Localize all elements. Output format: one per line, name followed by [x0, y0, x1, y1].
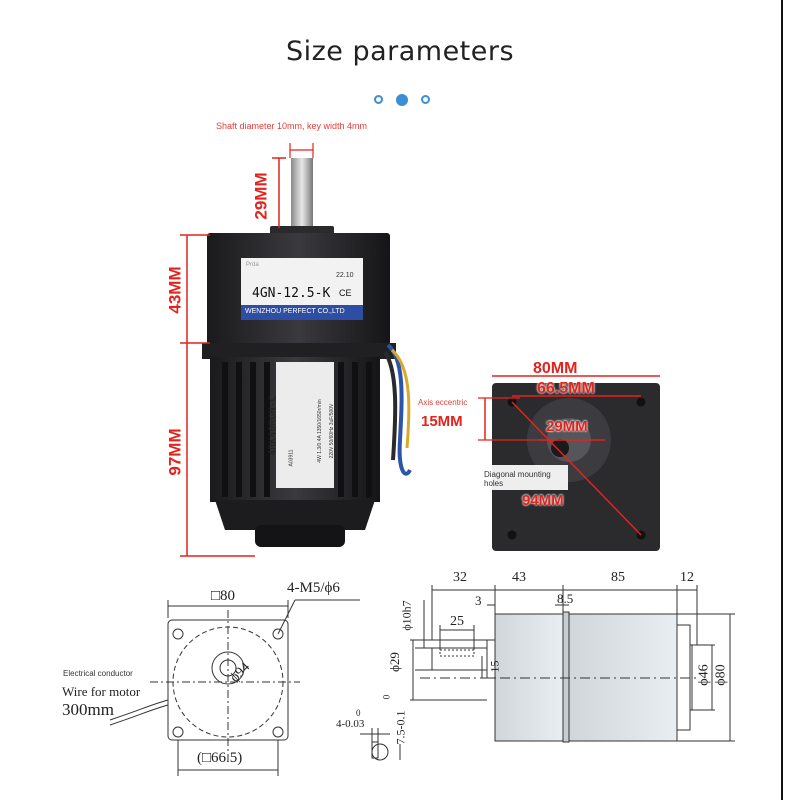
right-border	[781, 0, 783, 800]
shaft-note: Shaft diameter 10mm, key width 4mm	[216, 121, 368, 131]
gearbox-maker: WENZHOU PERFECT CO.,LTD	[245, 308, 345, 315]
axis-eccentric-note: Axis eccentric	[418, 398, 468, 407]
dim-diagonal: 94MM	[522, 492, 564, 509]
flange	[202, 343, 396, 359]
ce-mark: CE	[339, 288, 352, 298]
dim-shaft-length: 29MM	[251, 172, 271, 220]
dim-32: 32	[453, 570, 467, 585]
dim-face-width: 80MM	[533, 360, 578, 377]
dim-phi-46: ϕ46	[696, 664, 712, 686]
gearbox-label-date: 22.10	[336, 272, 354, 279]
mount-hole-2	[636, 397, 646, 407]
drawing-front-view	[109, 599, 360, 776]
motor-face-photo	[478, 375, 660, 551]
conductor-note: Electrical conductor	[63, 669, 133, 678]
cooling-fins	[222, 362, 372, 497]
dim-eccentric: 15MM	[421, 413, 463, 430]
motor-spec-1: 4W 1.3/0.4A 1350/1650r/min	[317, 399, 323, 463]
carousel-dot-3[interactable]	[421, 95, 430, 104]
diagonal-note: Diagonal mounting holes	[484, 470, 551, 488]
carousel-indicator	[374, 93, 430, 106]
drawing-holes: 4-M5/ϕ6	[287, 580, 340, 596]
gearbox-model: 4GN-12.5-K	[252, 286, 331, 301]
key-depth: 7.5-0.1	[393, 710, 408, 745]
dim-gearbox-height: 43MM	[165, 266, 185, 314]
dim-boss-phi: ϕ29	[386, 652, 402, 672]
wire-yellow	[390, 348, 411, 449]
wire-blue	[386, 343, 412, 476]
drawing-square: □80	[211, 588, 236, 604]
motor-spec-3: A03911	[288, 449, 295, 467]
dim-25: 25	[450, 614, 464, 629]
motor-spec-2: 220V 50/60Hz 3uF/500V	[329, 403, 335, 459]
key-width-upper: 0	[356, 708, 361, 718]
mount-hole-3	[507, 530, 517, 540]
dim-hole-spacing: 66.5MM	[537, 380, 595, 397]
dim-43: 43	[512, 570, 526, 585]
dim-motor-height: 97MM	[165, 428, 185, 476]
motor-model: 4RK40RGN-C	[267, 395, 279, 456]
dim-12: 12	[680, 570, 694, 585]
shaft	[291, 158, 313, 233]
page-title: Size parameters	[285, 36, 515, 67]
wire-black	[383, 350, 398, 461]
carousel-dot-1[interactable]	[374, 95, 383, 104]
key-depth-upper: 0	[381, 694, 392, 700]
carousel-dot-2[interactable]	[396, 93, 408, 106]
dim-8-5: 8.5	[557, 591, 574, 606]
dim-phi-80: ϕ80	[713, 664, 729, 686]
motor-front-photo	[180, 143, 412, 557]
drawing-side-view	[410, 585, 735, 743]
key-width: 4-0.03	[336, 718, 365, 730]
dim-85: 85	[611, 570, 625, 585]
wire-length: 300mm	[62, 700, 114, 719]
drawing-inner-square: (□66.5)	[197, 750, 243, 766]
drawing-key-detail	[360, 728, 401, 761]
motor-label	[276, 362, 334, 488]
wire-label: Wire for motor	[62, 684, 141, 699]
dim-boss-diameter: 29MM	[546, 418, 588, 435]
dim-15: 15	[487, 660, 502, 673]
gearbox-label-small: Prda	[246, 262, 259, 268]
dim-shaft-diameter: ϕ10h7	[399, 600, 414, 631]
dim-3: 3	[475, 593, 482, 608]
